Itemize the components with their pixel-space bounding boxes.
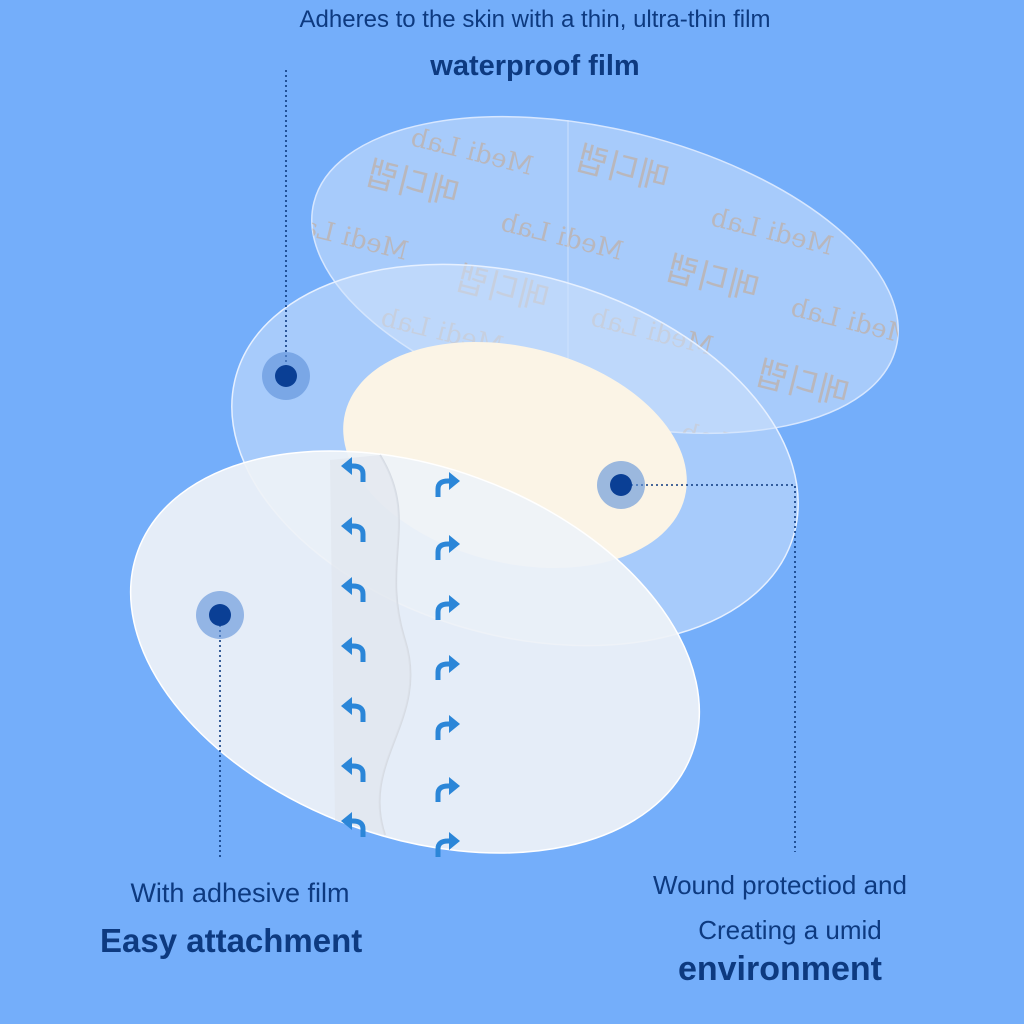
curved-arrow-right-icon bbox=[435, 655, 460, 680]
curved-arrow-left-icon bbox=[341, 812, 366, 837]
curved-arrow-left-icon bbox=[341, 457, 366, 482]
marker-dot-left bbox=[196, 591, 244, 639]
curved-arrow-right-icon bbox=[435, 472, 460, 497]
curved-arrow-right-icon bbox=[435, 595, 460, 620]
top-caption-title: waterproof film bbox=[430, 50, 640, 82]
curved-arrow-left-icon bbox=[341, 757, 366, 782]
marker-dot-top bbox=[262, 352, 310, 400]
right-caption-title: environment bbox=[677, 950, 883, 988]
leader-lines bbox=[219, 70, 796, 858]
left-caption-line: With adhesive film bbox=[130, 878, 350, 908]
marker-dot-right bbox=[597, 461, 645, 509]
top-caption-line: Adheres to the skin with a thin, ultra-t… bbox=[299, 6, 771, 33]
curved-arrow-right-icon bbox=[435, 777, 460, 802]
curved-arrow-right-icon bbox=[435, 715, 460, 740]
release-arrows bbox=[341, 457, 460, 857]
right-caption-line1: Wound protectiod and bbox=[653, 870, 907, 900]
curved-arrow-left-icon bbox=[341, 637, 366, 662]
curved-arrow-left-icon bbox=[341, 697, 366, 722]
left-caption-title: Easy attachment bbox=[100, 922, 363, 959]
curved-arrow-left-icon bbox=[341, 517, 366, 542]
curved-arrow-right-icon bbox=[435, 535, 460, 560]
curved-arrow-right-icon bbox=[435, 832, 460, 857]
right-caption-line2: Creating a umid bbox=[698, 915, 882, 945]
curved-arrow-left-icon bbox=[341, 577, 366, 602]
